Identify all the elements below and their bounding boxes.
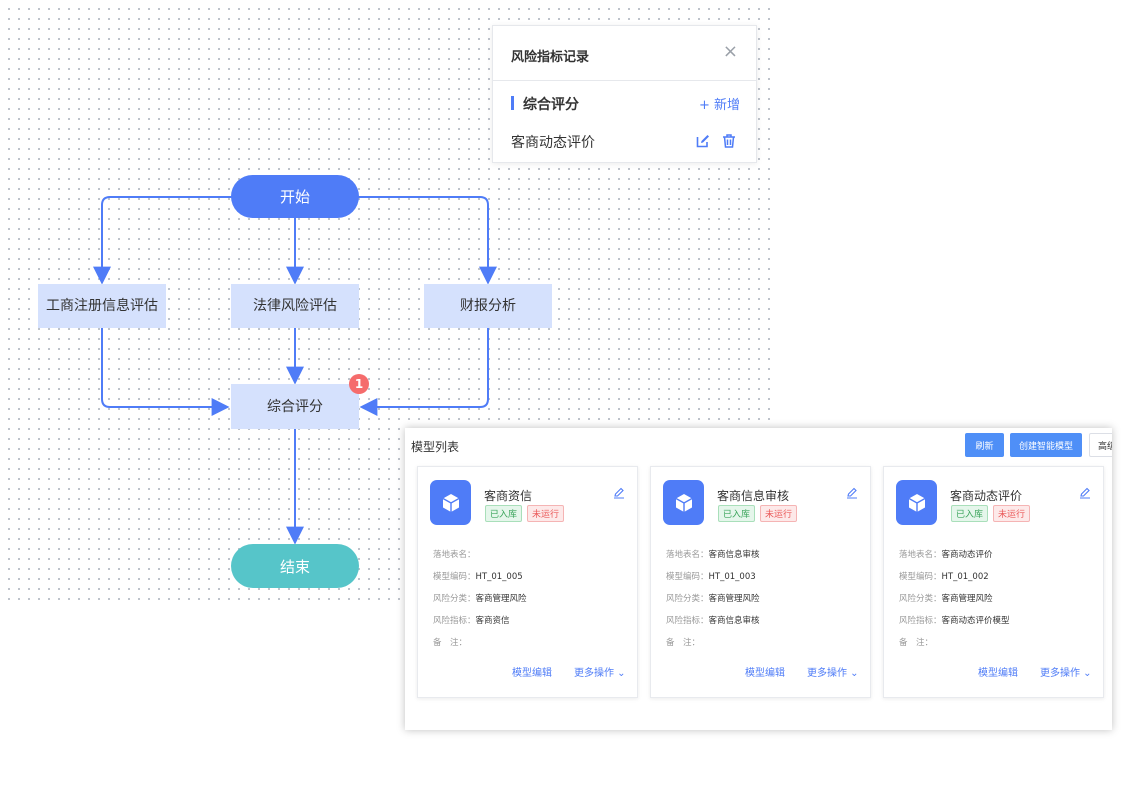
- edge-start-n3: [358, 196, 497, 285]
- model-card[interactable]: 客商动态评价 已入库 未运行 落地表名：客商动态评价 模型编码：HT_01_00…: [883, 466, 1104, 698]
- more-actions-dropdown[interactable]: 更多操作 ⌄: [574, 668, 626, 679]
- notification-badge: 1: [349, 374, 369, 394]
- model-list-panel: 模型列表 刷新 创建智能模型 高级 客商资信 已入库 未运行 落地表名： 模型编…: [405, 428, 1112, 730]
- edit-icon[interactable]: [696, 134, 710, 148]
- edge-n1-merge: [101, 328, 230, 416]
- model-card[interactable]: 客商资信 已入库 未运行 落地表名： 模型编码：HT_01_005 风险分类：客…: [417, 466, 638, 698]
- risk-panel-title: 风险指标记录: [511, 50, 590, 65]
- field-table: 落地表名：客商信息审核: [666, 550, 760, 560]
- status-badge-not-run: 未运行: [527, 505, 565, 522]
- field-remark: 备 注：: [433, 638, 468, 648]
- node-business-registration[interactable]: 工商注册信息评估: [38, 284, 166, 328]
- pen-icon[interactable]: [846, 487, 858, 499]
- node-legal-risk[interactable]: 法律风险评估: [231, 284, 359, 328]
- risk-item-row: 客商动态评价: [511, 132, 740, 152]
- model-name: 客商资信: [484, 489, 533, 503]
- risk-section-row: 综合评分 + 新增: [511, 94, 740, 114]
- field-remark: 备 注：: [666, 638, 701, 648]
- node-start[interactable]: 开始: [231, 175, 359, 218]
- refresh-button[interactable]: 刷新: [965, 433, 1004, 457]
- model-name: 客商信息审核: [717, 489, 790, 503]
- pen-icon[interactable]: [613, 487, 625, 499]
- create-model-button[interactable]: 创建智能模型: [1010, 433, 1082, 457]
- trash-icon[interactable]: [722, 134, 736, 148]
- more-actions-dropdown[interactable]: 更多操作 ⌄: [1040, 668, 1092, 679]
- field-table: 落地表名：客商动态评价: [899, 550, 993, 560]
- status-badge-stored: 已入库: [951, 505, 989, 522]
- cube-icon: [430, 480, 471, 525]
- cube-icon: [663, 480, 704, 525]
- risk-indicator-panel: 风险指标记录 × 综合评分 + 新增 客商动态评价: [492, 25, 757, 163]
- field-code: 模型编码：HT_01_005: [433, 572, 523, 582]
- status-badge-stored: 已入库: [485, 505, 523, 522]
- status-badge-stored: 已入库: [718, 505, 756, 522]
- field-remark: 备 注：: [899, 638, 934, 648]
- field-indicator: 风险指标：客商资信: [433, 616, 510, 626]
- risk-panel-header: 风险指标记录 ×: [493, 26, 756, 81]
- status-badge-not-run: 未运行: [760, 505, 798, 522]
- field-code: 模型编码：HT_01_002: [899, 572, 989, 582]
- field-table: 落地表名：: [433, 550, 476, 560]
- model-edit-link[interactable]: 模型编辑: [512, 668, 552, 679]
- edge-start-n1: [93, 196, 232, 285]
- risk-section-title: 综合评分: [523, 97, 579, 113]
- model-edit-link[interactable]: 模型编辑: [978, 668, 1018, 679]
- field-indicator: 风险指标：客商信息审核: [666, 616, 760, 626]
- node-end[interactable]: 结束: [231, 544, 359, 588]
- model-name: 客商动态评价: [950, 489, 1023, 503]
- advanced-button[interactable]: 高级: [1089, 433, 1112, 457]
- section-accent-bar: [511, 96, 514, 110]
- field-indicator: 风险指标：客商动态评价模型: [899, 616, 1010, 626]
- risk-item-label: 客商动态评价: [511, 135, 595, 151]
- status-badge-not-run: 未运行: [993, 505, 1031, 522]
- node-composite-score[interactable]: 综合评分: [231, 384, 359, 429]
- model-list-title: 模型列表: [411, 440, 460, 454]
- more-actions-dropdown[interactable]: 更多操作 ⌄: [807, 668, 859, 679]
- cube-icon: [896, 480, 937, 525]
- model-card[interactable]: 客商信息审核 已入库 未运行 落地表名：客商信息审核 模型编码：HT_01_00…: [650, 466, 871, 698]
- node-financial-analysis[interactable]: 财报分析: [424, 284, 552, 328]
- field-category: 风险分类：客商管理风险: [899, 594, 993, 604]
- field-category: 风险分类：客商管理风险: [666, 594, 760, 604]
- field-category: 风险分类：客商管理风险: [433, 594, 527, 604]
- model-edit-link[interactable]: 模型编辑: [745, 668, 785, 679]
- add-button[interactable]: + 新增: [698, 98, 740, 113]
- flow-connectors: [93, 196, 497, 545]
- pen-icon[interactable]: [1079, 487, 1091, 499]
- field-code: 模型编码：HT_01_003: [666, 572, 756, 582]
- edge-n3-merge: [359, 328, 489, 416]
- close-icon[interactable]: ×: [722, 41, 738, 62]
